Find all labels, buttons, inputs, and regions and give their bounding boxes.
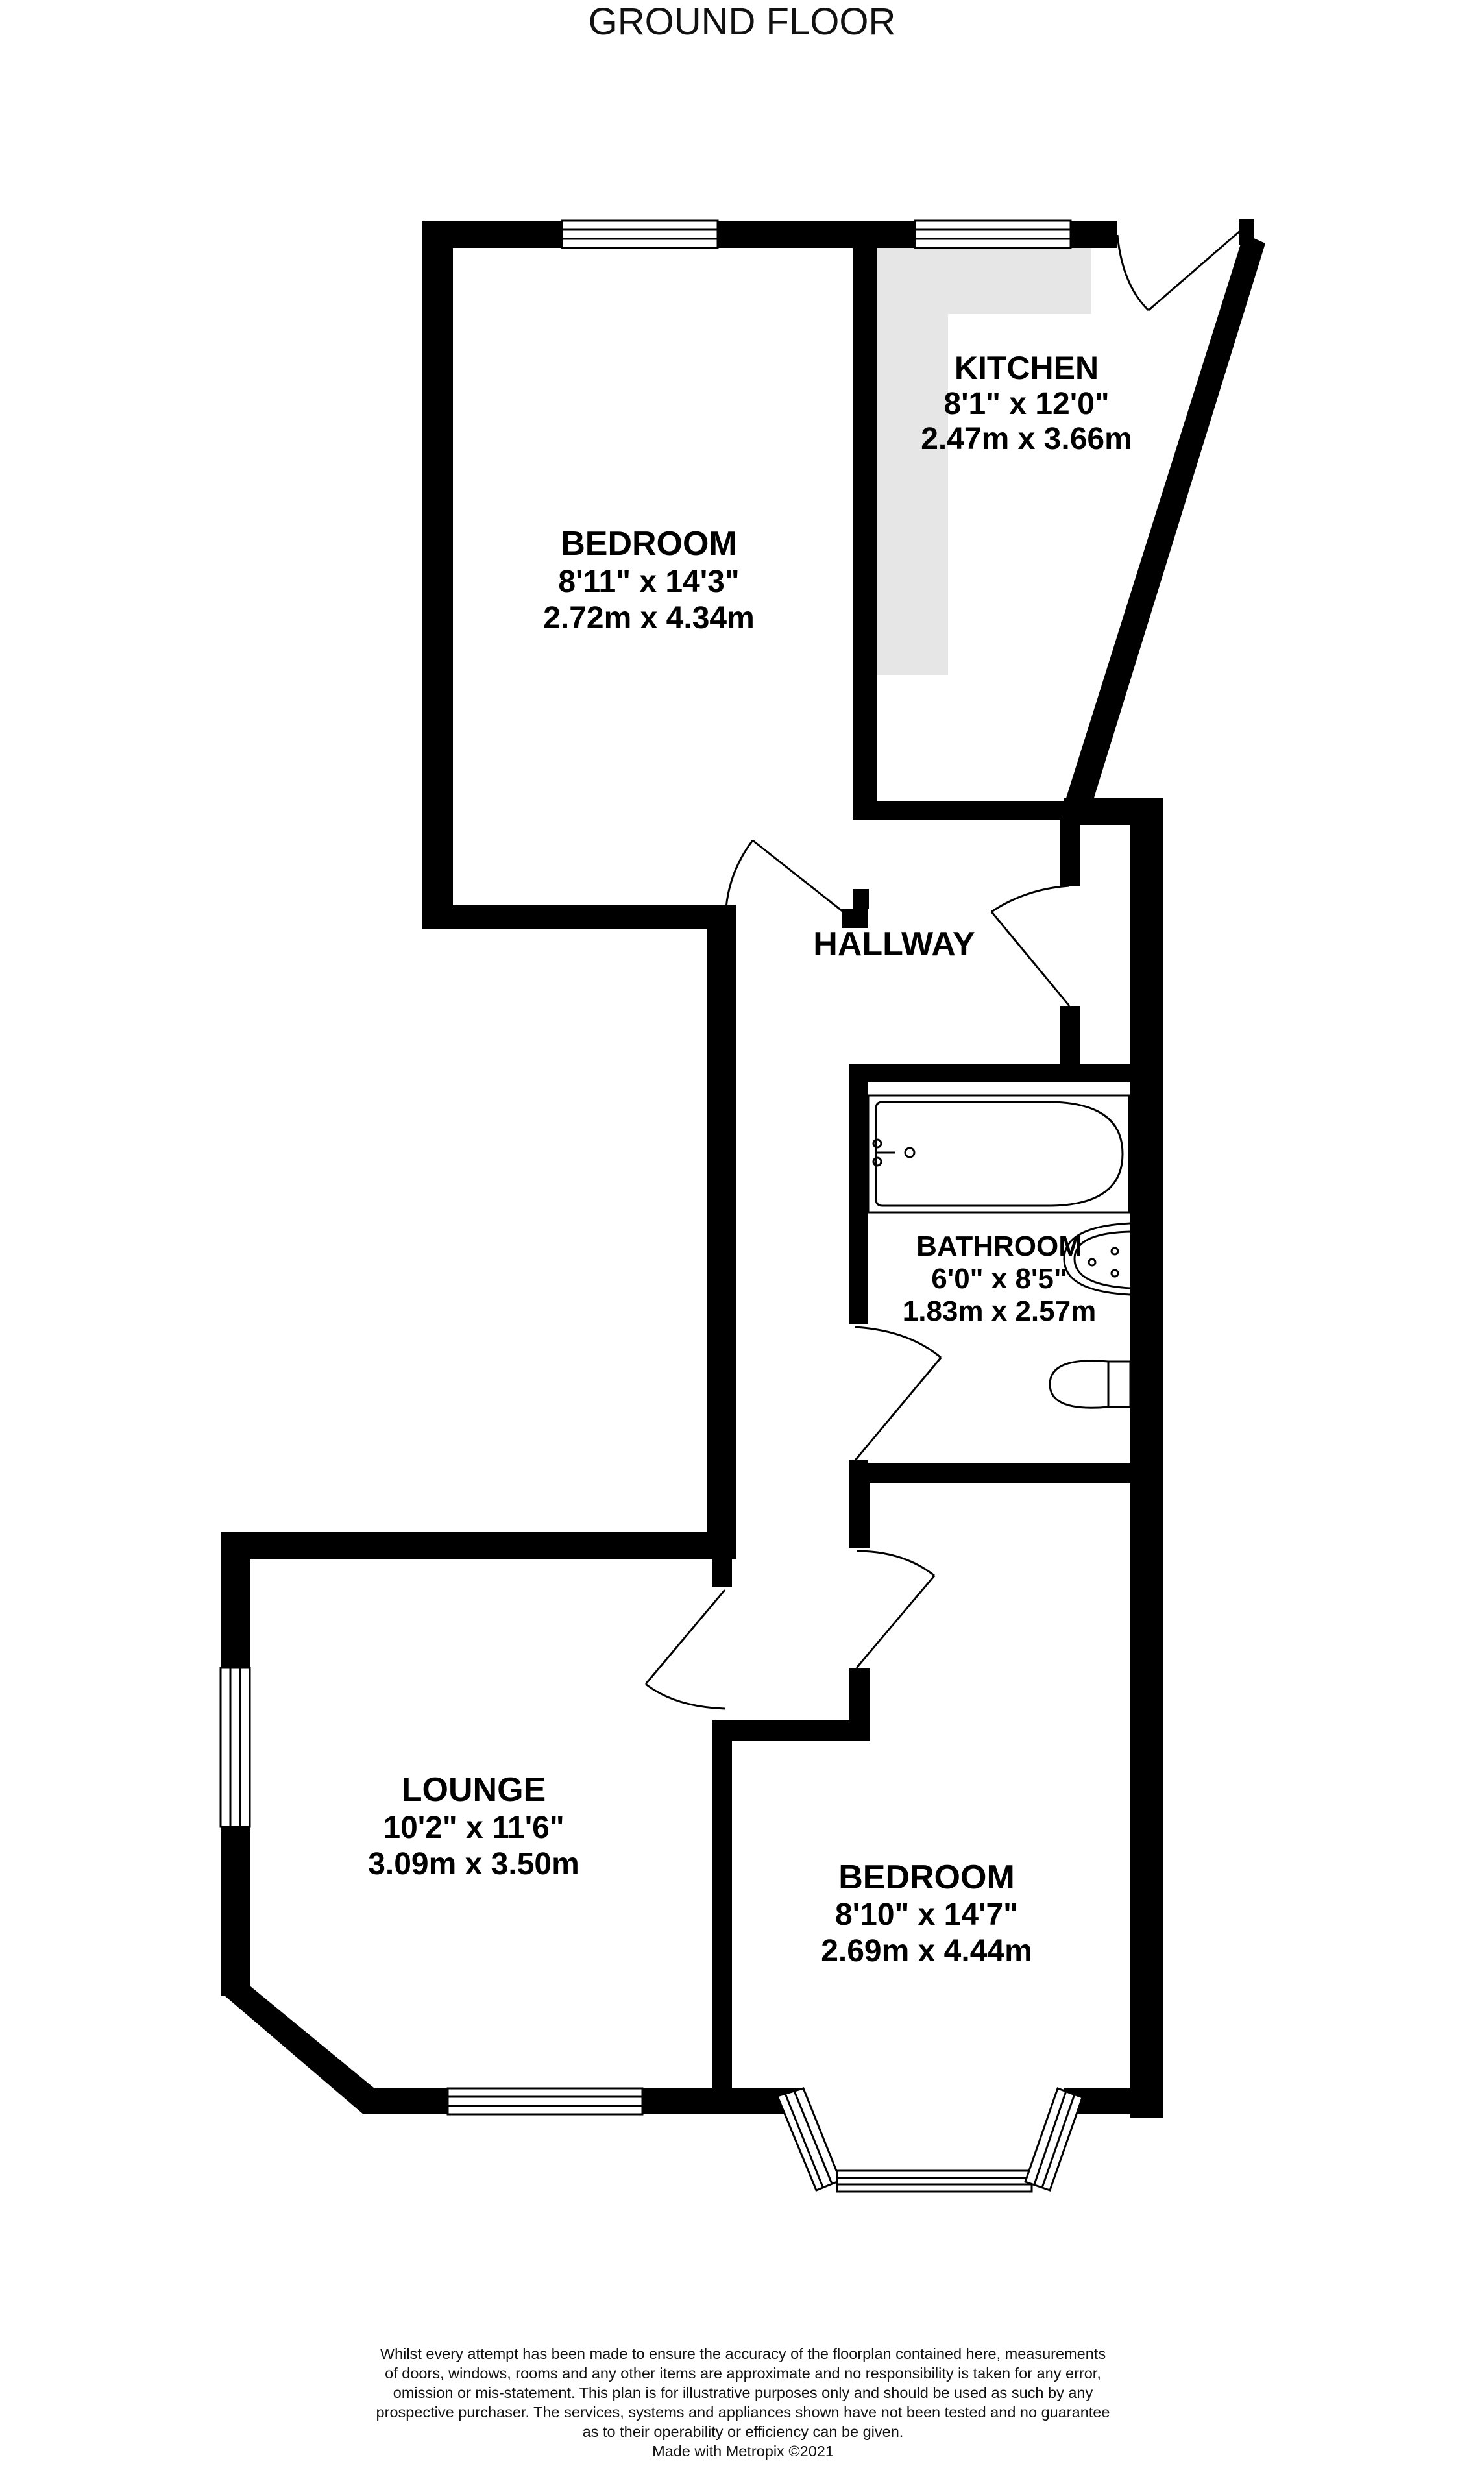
room-metric: 2.47m x 3.66m xyxy=(921,422,1132,456)
door-closet xyxy=(990,885,1071,1007)
room-name: BEDROOM xyxy=(561,525,737,563)
disclaimer: Whilst every attempt has been made to en… xyxy=(273,2344,1213,2461)
doors xyxy=(644,229,1241,1710)
room-name: LOUNGE xyxy=(402,1771,546,1809)
room-lounge: LOUNGE 10'2" x 11'6" 3.09m x 3.50m xyxy=(368,1771,579,1881)
disclaimer-line: Whilst every attempt has been made to en… xyxy=(380,2345,1106,2362)
room-imperial: 8'11" x 14'3" xyxy=(558,565,739,599)
wall-bedroom1-left xyxy=(422,221,453,929)
wall-closet-left-lower xyxy=(1060,1006,1080,1073)
room-hallway: HALLWAY xyxy=(813,925,975,963)
window-kitchen xyxy=(914,219,1072,249)
wall-bathroom-left xyxy=(849,1064,868,1324)
window-bedroom1 xyxy=(561,219,719,249)
wall-bathroom-bottom xyxy=(849,1463,1163,1483)
room-bedroom1: BEDROOM 8'11" x 14'3" 2.72m x 4.34m xyxy=(543,525,755,635)
credit: Made with Metropix ©2021 xyxy=(652,2443,834,2460)
room-imperial: 8'1" x 12'0" xyxy=(943,387,1109,421)
wall-hall-top-right xyxy=(1064,798,1163,825)
wall-lounge-top xyxy=(221,1532,736,1559)
wall-bedroom1-right-lower xyxy=(853,889,869,909)
room-imperial: 8'10" x 14'7" xyxy=(835,1898,1018,1932)
wall-hall-left xyxy=(707,905,736,1551)
wall-lounge-bottom-left xyxy=(363,2088,448,2114)
room-bedroom2: BEDROOM 8'10" x 14'7" 2.69m x 4.44m xyxy=(821,1859,1032,1968)
door-bathroom xyxy=(854,1326,942,1461)
wall-lounge-bedroom2 xyxy=(712,1720,732,2114)
walls xyxy=(221,219,1265,2118)
toilet xyxy=(1049,1360,1132,1409)
room-metric: 2.69m x 4.44m xyxy=(821,1934,1032,1968)
wall-hall-stub xyxy=(842,909,868,928)
windows xyxy=(219,219,1084,2193)
disclaimer-line: prospective purchaser. The services, sys… xyxy=(376,2404,1110,2421)
wall-kitchen-diagonal xyxy=(1061,234,1265,823)
room-metric: 3.09m x 3.50m xyxy=(368,1847,579,1881)
wall-lounge-left-upper xyxy=(221,1532,250,1668)
room-name: KITCHEN xyxy=(955,350,1099,386)
room-imperial: 10'2" x 11'6" xyxy=(383,1811,564,1845)
room-name: HALLWAY xyxy=(813,925,975,963)
bath xyxy=(867,1094,1130,1214)
kitchen-worktop xyxy=(877,243,1091,675)
room-imperial: 6'0" x 8'5" xyxy=(931,1263,1067,1295)
wall-bedroom1-kitchen xyxy=(853,221,877,805)
disclaimer-line: of doors, windows, rooms and any other i… xyxy=(385,2365,1101,2382)
window-bay-left xyxy=(775,2087,842,2192)
wall-kitchen-corner xyxy=(1239,219,1254,245)
wall-bedroom2-left-upper xyxy=(849,1463,870,1548)
wall-hall-bottom xyxy=(712,1720,870,1741)
door-bedroom1 xyxy=(724,839,852,922)
wall-closet-left-upper xyxy=(1060,808,1080,886)
wall-bedroom1-bottom xyxy=(422,905,725,929)
disclaimer-line: as to their operability or efficiency ca… xyxy=(582,2423,904,2440)
door-lounge xyxy=(644,1589,726,1710)
wall-lounge-left-lower xyxy=(221,1827,250,1996)
disclaimer-line: omission or mis-statement. This plan is … xyxy=(393,2384,1093,2401)
floor-title: GROUND FLOOR xyxy=(588,1,896,43)
room-name: BATHROOM xyxy=(916,1230,1082,1262)
room-bathroom: BATHROOM 6'0" x 8'5" 1.83m x 2.57m xyxy=(903,1230,1096,1327)
wall-bathroom-top xyxy=(849,1064,1163,1082)
door-bedroom2 xyxy=(855,1550,936,1668)
room-kitchen: KITCHEN 8'1" x 12'0" 2.47m x 3.66m xyxy=(921,350,1132,456)
room-metric: 1.83m x 2.57m xyxy=(903,1295,1096,1327)
room-metric: 2.72m x 4.34m xyxy=(543,601,755,635)
window-bay-bottom xyxy=(836,2169,1033,2193)
wall-lounge-diagonal xyxy=(221,1986,378,2114)
sink xyxy=(1063,1222,1131,1296)
room-name: BEDROOM xyxy=(838,1859,1015,1896)
window-lounge-bottom xyxy=(446,2087,644,2116)
door-kitchen-external xyxy=(1116,229,1241,312)
window-bay-right xyxy=(1024,2087,1084,2192)
window-lounge-side xyxy=(219,1667,251,1828)
wall-right xyxy=(1130,798,1163,2118)
